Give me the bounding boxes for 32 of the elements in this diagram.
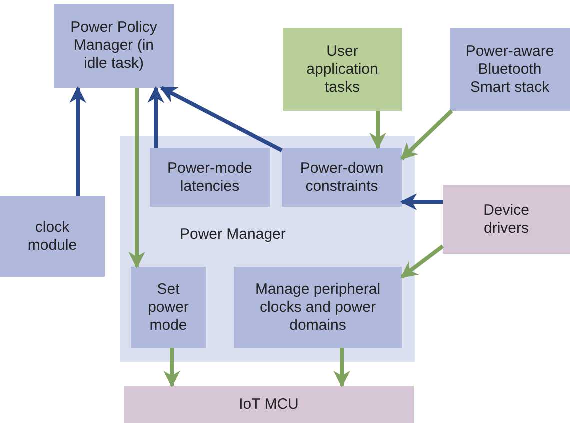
arrow bbox=[334, 348, 350, 388]
arrow bbox=[128, 88, 146, 269]
box-label: Device drivers bbox=[482, 202, 530, 238]
box-label: Manage peripheral clocks and power domains bbox=[254, 280, 382, 334]
box-label: Power Policy Manager (in idle task) bbox=[70, 19, 158, 73]
box-label: Power-mode latencies bbox=[166, 160, 254, 196]
group-title: Power Manager bbox=[180, 226, 286, 244]
process-box bbox=[0, 196, 105, 277]
arrow bbox=[160, 86, 283, 152]
process-box bbox=[443, 185, 570, 254]
process-box bbox=[282, 148, 402, 207]
arrow bbox=[148, 86, 164, 148]
box-label: clock module bbox=[26, 218, 78, 254]
arrow bbox=[400, 194, 443, 210]
process-box bbox=[283, 28, 402, 111]
arrow bbox=[164, 348, 180, 388]
box-label: IoT MCU bbox=[239, 396, 299, 414]
group-panel bbox=[120, 136, 415, 362]
arrow bbox=[370, 111, 386, 150]
process-box bbox=[131, 267, 206, 348]
process-box bbox=[54, 4, 174, 88]
arrow bbox=[70, 86, 86, 196]
arrow bbox=[400, 110, 454, 160]
box-label: Set power mode bbox=[147, 280, 190, 334]
process-box bbox=[450, 28, 570, 111]
box-label: Power-aware Bluetooth Smart stack bbox=[464, 42, 556, 96]
box-label: Power-down constraints bbox=[299, 160, 385, 196]
process-box bbox=[124, 386, 414, 423]
box-label: User application tasks bbox=[306, 42, 380, 96]
arrow bbox=[400, 244, 444, 279]
process-box bbox=[234, 267, 402, 348]
process-box bbox=[150, 148, 270, 207]
